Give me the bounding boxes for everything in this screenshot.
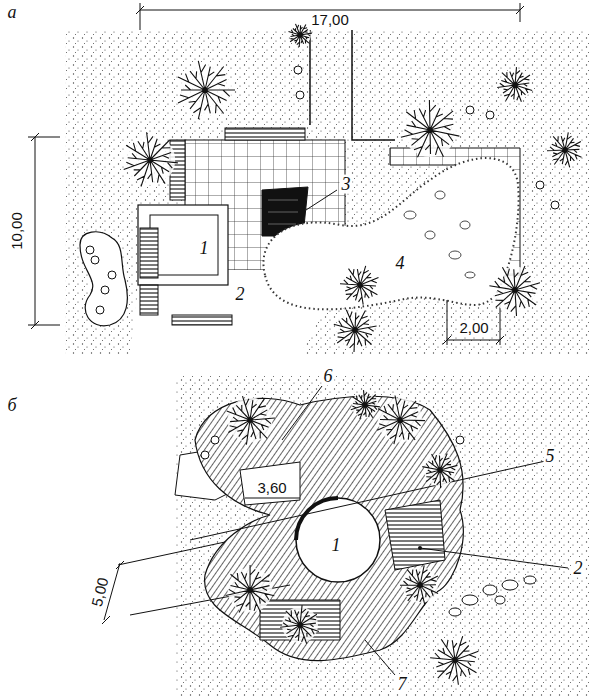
panel-letter: а [6,3,19,22]
dimension-text: 10,00 [9,210,25,252]
pool-inner [150,215,218,275]
shrub-symbol [294,66,302,74]
callout-number: 5 [544,447,557,466]
pond-outline [263,158,518,309]
shrub-symbol [201,451,209,459]
shrub-symbol [211,436,219,444]
tree-symbol [547,132,582,167]
callout-number: 1 [330,536,343,555]
tree-symbol [178,61,235,119]
round-pool [296,498,380,582]
dimension-text: 3,60 [255,480,288,496]
lawn-ground [175,375,590,697]
callout-number: 4 [394,254,407,273]
tree-symbol [351,390,380,419]
tree-symbol [422,454,457,489]
shrub-symbol [536,181,544,189]
callout-number: 2 [572,559,585,578]
dimension-line [28,133,60,329]
paving [385,500,445,570]
shrub-symbol [296,91,304,99]
dimension-text: 17,00 [309,12,351,28]
terrace [240,462,300,505]
shrub-symbol [86,246,94,254]
dimension-text: 2,00 [457,320,490,336]
tree-symbol [497,67,532,102]
leader-line [306,190,337,210]
bench [172,315,232,325]
lawn-ground [65,30,590,355]
shrub-bed [80,232,127,326]
dimension-line [136,3,524,30]
axis-line [190,460,550,540]
callout-number: 6 [322,367,335,386]
pool-rim [296,498,338,540]
tree-symbol [401,100,460,157]
tree-symbol [430,636,478,685]
leader-line [420,548,568,568]
tree-symbol [340,266,379,305]
callout-number: 2 [234,285,247,304]
tree-symbol [377,396,425,445]
shrub-symbol [456,436,464,444]
tree-symbol [334,310,377,352]
shrub-symbol [96,306,104,314]
shrub-symbol [486,111,494,119]
leader-line [282,386,322,440]
callout-number: 3 [340,175,353,194]
steps [140,285,158,315]
bench [225,128,305,140]
basin-ripple [268,200,298,224]
tree-symbol [124,132,178,186]
stones [449,576,536,616]
tree-symbol [400,565,438,604]
pool [138,205,228,285]
shrub-symbol [101,286,109,294]
callout-number: 1 [198,239,211,258]
dimension-line [443,300,504,345]
shrub-symbol [108,271,116,279]
shrub-symbol [91,256,99,264]
callout-number: 7 [396,675,409,694]
leader-dot [418,546,422,550]
shrub-symbol [466,106,474,114]
tree-symbol [280,605,319,644]
shrub-symbol [551,201,559,209]
tree-symbol [489,266,540,316]
planting-mass [195,396,463,660]
dimension-line [102,542,290,624]
leader-line [365,640,395,675]
tree-symbol [226,565,275,613]
dimension-line [245,498,300,499]
tree-symbol [227,396,275,445]
house-wall [310,30,395,140]
stepping-stones [404,191,475,278]
panel-letter: б [5,396,18,415]
pool-steps [140,228,158,278]
